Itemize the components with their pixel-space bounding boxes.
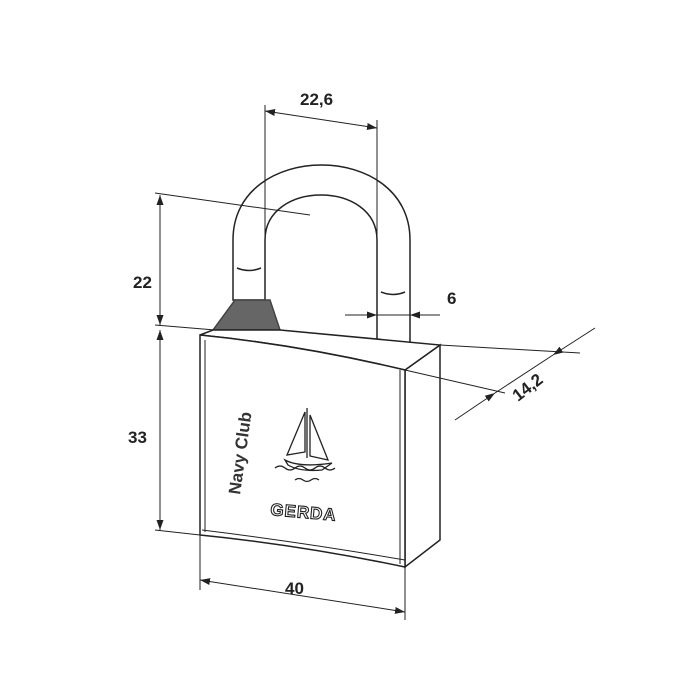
dimension-shackle-width <box>264 105 378 250</box>
dimension-body-height <box>154 330 201 536</box>
label-shackle-height: 22 <box>133 273 152 292</box>
sailboat-icon <box>274 408 336 483</box>
body-side <box>404 343 441 569</box>
shackle-collar <box>211 299 282 331</box>
dimension-shackle-height <box>154 192 311 331</box>
label-body-width: 40 <box>285 579 304 598</box>
dimension-body-depth <box>404 327 596 421</box>
label-body-height: 33 <box>128 428 147 447</box>
shackle <box>232 164 411 351</box>
dimension-body-width <box>199 535 406 620</box>
label-shackle-diameter: 6 <box>447 289 456 308</box>
label-shackle-width: 22,6 <box>300 90 333 109</box>
label-body-depth: 14,2 <box>509 370 547 405</box>
